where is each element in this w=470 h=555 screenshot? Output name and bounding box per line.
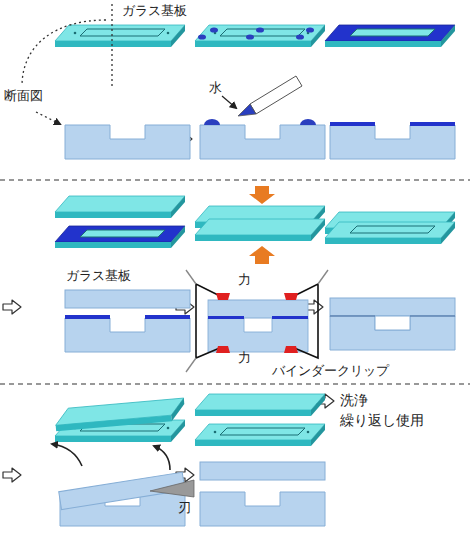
glass-plate-dots [195, 25, 325, 47]
cross-section-water [204, 119, 220, 125]
separated-plate [195, 394, 325, 446]
clamped-section [208, 316, 244, 319]
clip-pad [216, 346, 230, 353]
press-plates [195, 186, 325, 264]
peeling-section [59, 472, 194, 526]
clip-pad [216, 293, 298, 353]
separator-line [0, 180, 470, 384]
pipette [222, 96, 236, 108]
glass-plate-pair [55, 196, 185, 248]
force-label: 力 [238, 350, 251, 366]
separated-plate [195, 424, 325, 446]
separated-section [200, 492, 325, 526]
cross-section-water [200, 125, 325, 159]
section-view-label: 断面図 [4, 88, 43, 104]
cross-section-pair [145, 315, 190, 319]
glass-plate-dots [296, 34, 304, 39]
lift-arrow [154, 446, 170, 470]
clip-pad [216, 293, 230, 300]
cross-section-film [330, 122, 375, 126]
separator-line [0, 383, 470, 384]
section-line [22, 20, 106, 86]
cross-section-pair [65, 315, 110, 319]
bonded-section [330, 316, 455, 350]
separated-section [200, 462, 325, 480]
peeling-plate [54, 398, 185, 431]
step-arrow [3, 300, 21, 314]
pipette [238, 104, 256, 116]
peeling-plate [54, 398, 185, 442]
glass-plate [55, 25, 185, 47]
force-label: 力 [238, 272, 251, 288]
bonded-plate [350, 226, 435, 233]
glass-plate-film [325, 25, 455, 47]
press-plates [195, 219, 325, 241]
lift-arrow [52, 444, 170, 470]
cross-section-film [410, 122, 455, 126]
glass-plate-pair [55, 226, 185, 248]
bonded-plate [325, 212, 455, 244]
binder-clip [196, 284, 318, 358]
cross-section-pair [65, 290, 190, 308]
pipette [222, 76, 302, 116]
pipette [250, 76, 302, 114]
substrate-label: ガラス基板 [122, 3, 187, 19]
clamped-section [208, 318, 308, 352]
separated-section [200, 462, 325, 526]
glass-plate-dots [210, 27, 218, 32]
clamped-section [272, 316, 308, 319]
peeling-plate [54, 398, 185, 431]
section-line [22, 4, 112, 124]
glass-plate-pair [55, 196, 185, 218]
bonded-section [330, 315, 375, 316]
glass-plate [55, 25, 185, 47]
cross-section-pair [65, 290, 190, 352]
cross-section [65, 125, 190, 159]
clip-handle [186, 270, 196, 284]
glass-plate-dots [195, 25, 325, 47]
clip-handle [186, 270, 328, 372]
clamped-section [208, 300, 308, 318]
clip-handle [318, 270, 328, 284]
binder-clip-label: バインダークリップ [272, 363, 389, 379]
cross-section-water [200, 119, 325, 159]
clamped-section [208, 300, 308, 352]
blade-label: 刃 [178, 500, 191, 516]
separator-line [0, 179, 470, 180]
cross-section [65, 125, 190, 159]
lift-arrow [52, 444, 82, 466]
reuse-note: 洗浄 繰り返し使用 [340, 390, 432, 431]
clip-pad [284, 346, 298, 353]
water-label: 水 [209, 80, 222, 96]
section-line [111, 4, 112, 86]
bonded-plate [325, 222, 455, 244]
clip-handle [186, 358, 196, 372]
glass-plate-dots [306, 27, 314, 32]
cross-section-pair [65, 318, 190, 352]
cross-section-water [300, 119, 316, 125]
press-plates [249, 186, 275, 204]
bonded-section [375, 316, 410, 330]
glass-plate-dots [256, 27, 264, 32]
glass-plate-dots [198, 34, 206, 39]
glass-plate-film [325, 25, 455, 47]
bonded-section [410, 315, 455, 316]
separated-plate [195, 394, 325, 416]
peeling-section [150, 480, 194, 497]
glass-plate-dots [246, 34, 254, 39]
cross-section-film [330, 125, 455, 159]
step-arrow [3, 132, 334, 482]
section-line [36, 112, 60, 124]
step-arrow [3, 468, 21, 482]
press-plates [249, 246, 275, 264]
clamped-section [208, 300, 308, 352]
cross-section-film [330, 122, 455, 159]
clip-pad [284, 293, 298, 300]
bonded-section [330, 298, 455, 316]
bonded-section [330, 298, 455, 350]
substrate-label: ガラス基板 [66, 268, 131, 284]
